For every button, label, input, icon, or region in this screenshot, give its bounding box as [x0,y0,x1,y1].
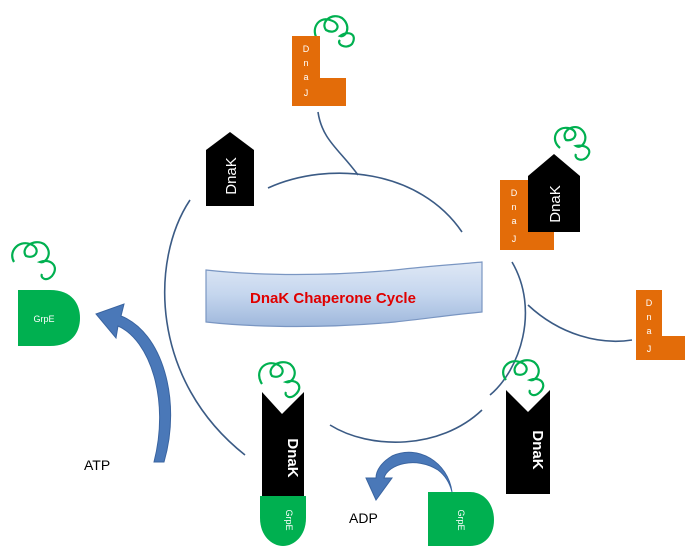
dnak-label: DnaK [223,157,240,195]
substrate-icon [11,241,56,281]
adp-arrow [365,451,453,501]
dnak-bottom-right: DnaK [502,359,550,494]
cycle-arc-left [163,199,246,456]
cycle-lines [163,111,633,456]
cycle-arc-top [267,172,463,233]
grpe-bottom: GrpE [428,492,494,546]
grpe-left: GrpE [11,241,80,346]
dnaj-letter-n: n [303,58,308,68]
adp-label: ADP [349,510,378,526]
dnaj-letter-a: a [303,72,308,82]
dnak-block [206,132,254,206]
cycle-arc-bottom [329,409,483,443]
dnaj-letter-j: J [512,234,517,244]
substrate-icon [553,125,591,161]
grpe-block [428,492,494,546]
dnaj-letter-j: J [304,88,309,98]
dnaj-letter-a: a [511,216,516,226]
dnak-block [262,392,304,496]
substrate-icon [313,15,355,48]
grpe-block [18,290,80,346]
dnaj-dnak-complex: D n a J DnaK [500,125,591,250]
dnaj-letter-d: D [511,188,518,198]
dnaj-letter-n: n [646,312,651,322]
dnaj-letter-d: D [303,44,310,54]
dnaj-letter-a: a [646,326,651,336]
dnak-label: DnaK [547,185,564,223]
dnaj-block [292,36,346,106]
atp-label: ATP [84,457,110,473]
dnak-label: DnaK [529,430,546,469]
substrate-icon [258,361,301,399]
dnak-block [506,390,550,494]
dnaj-block [500,180,554,250]
banner-title: DnaK Chaperone Cycle [250,290,416,307]
grpe-label: GrpE [33,314,54,324]
dnak-upper-left: DnaK [206,132,254,206]
grpe-label: GrpE [284,509,294,530]
atp-arrow [95,303,172,463]
dnaj-letter-d: D [646,298,653,308]
grpe-label: GrpE [456,509,466,530]
grpe-block [260,496,306,546]
dnaj-top: D n a J [292,15,355,106]
dnak-grpe-complex: DnaK GrpE [258,361,306,546]
substrate-icon [502,359,545,397]
dnaj-right: D n a J [636,290,685,360]
dnaj-exit-line [527,304,633,343]
dnaj-block [636,290,685,360]
dnaj-entry-line [317,111,359,176]
banner-shape [205,261,483,328]
dnak-block [528,154,580,232]
dnaj-letter-n: n [511,202,516,212]
cycle-arc-right [489,261,527,396]
title-banner: DnaK Chaperone Cycle [205,261,483,328]
dnaj-letter-j: J [647,344,652,354]
dnak-label: DnaK [284,438,301,477]
